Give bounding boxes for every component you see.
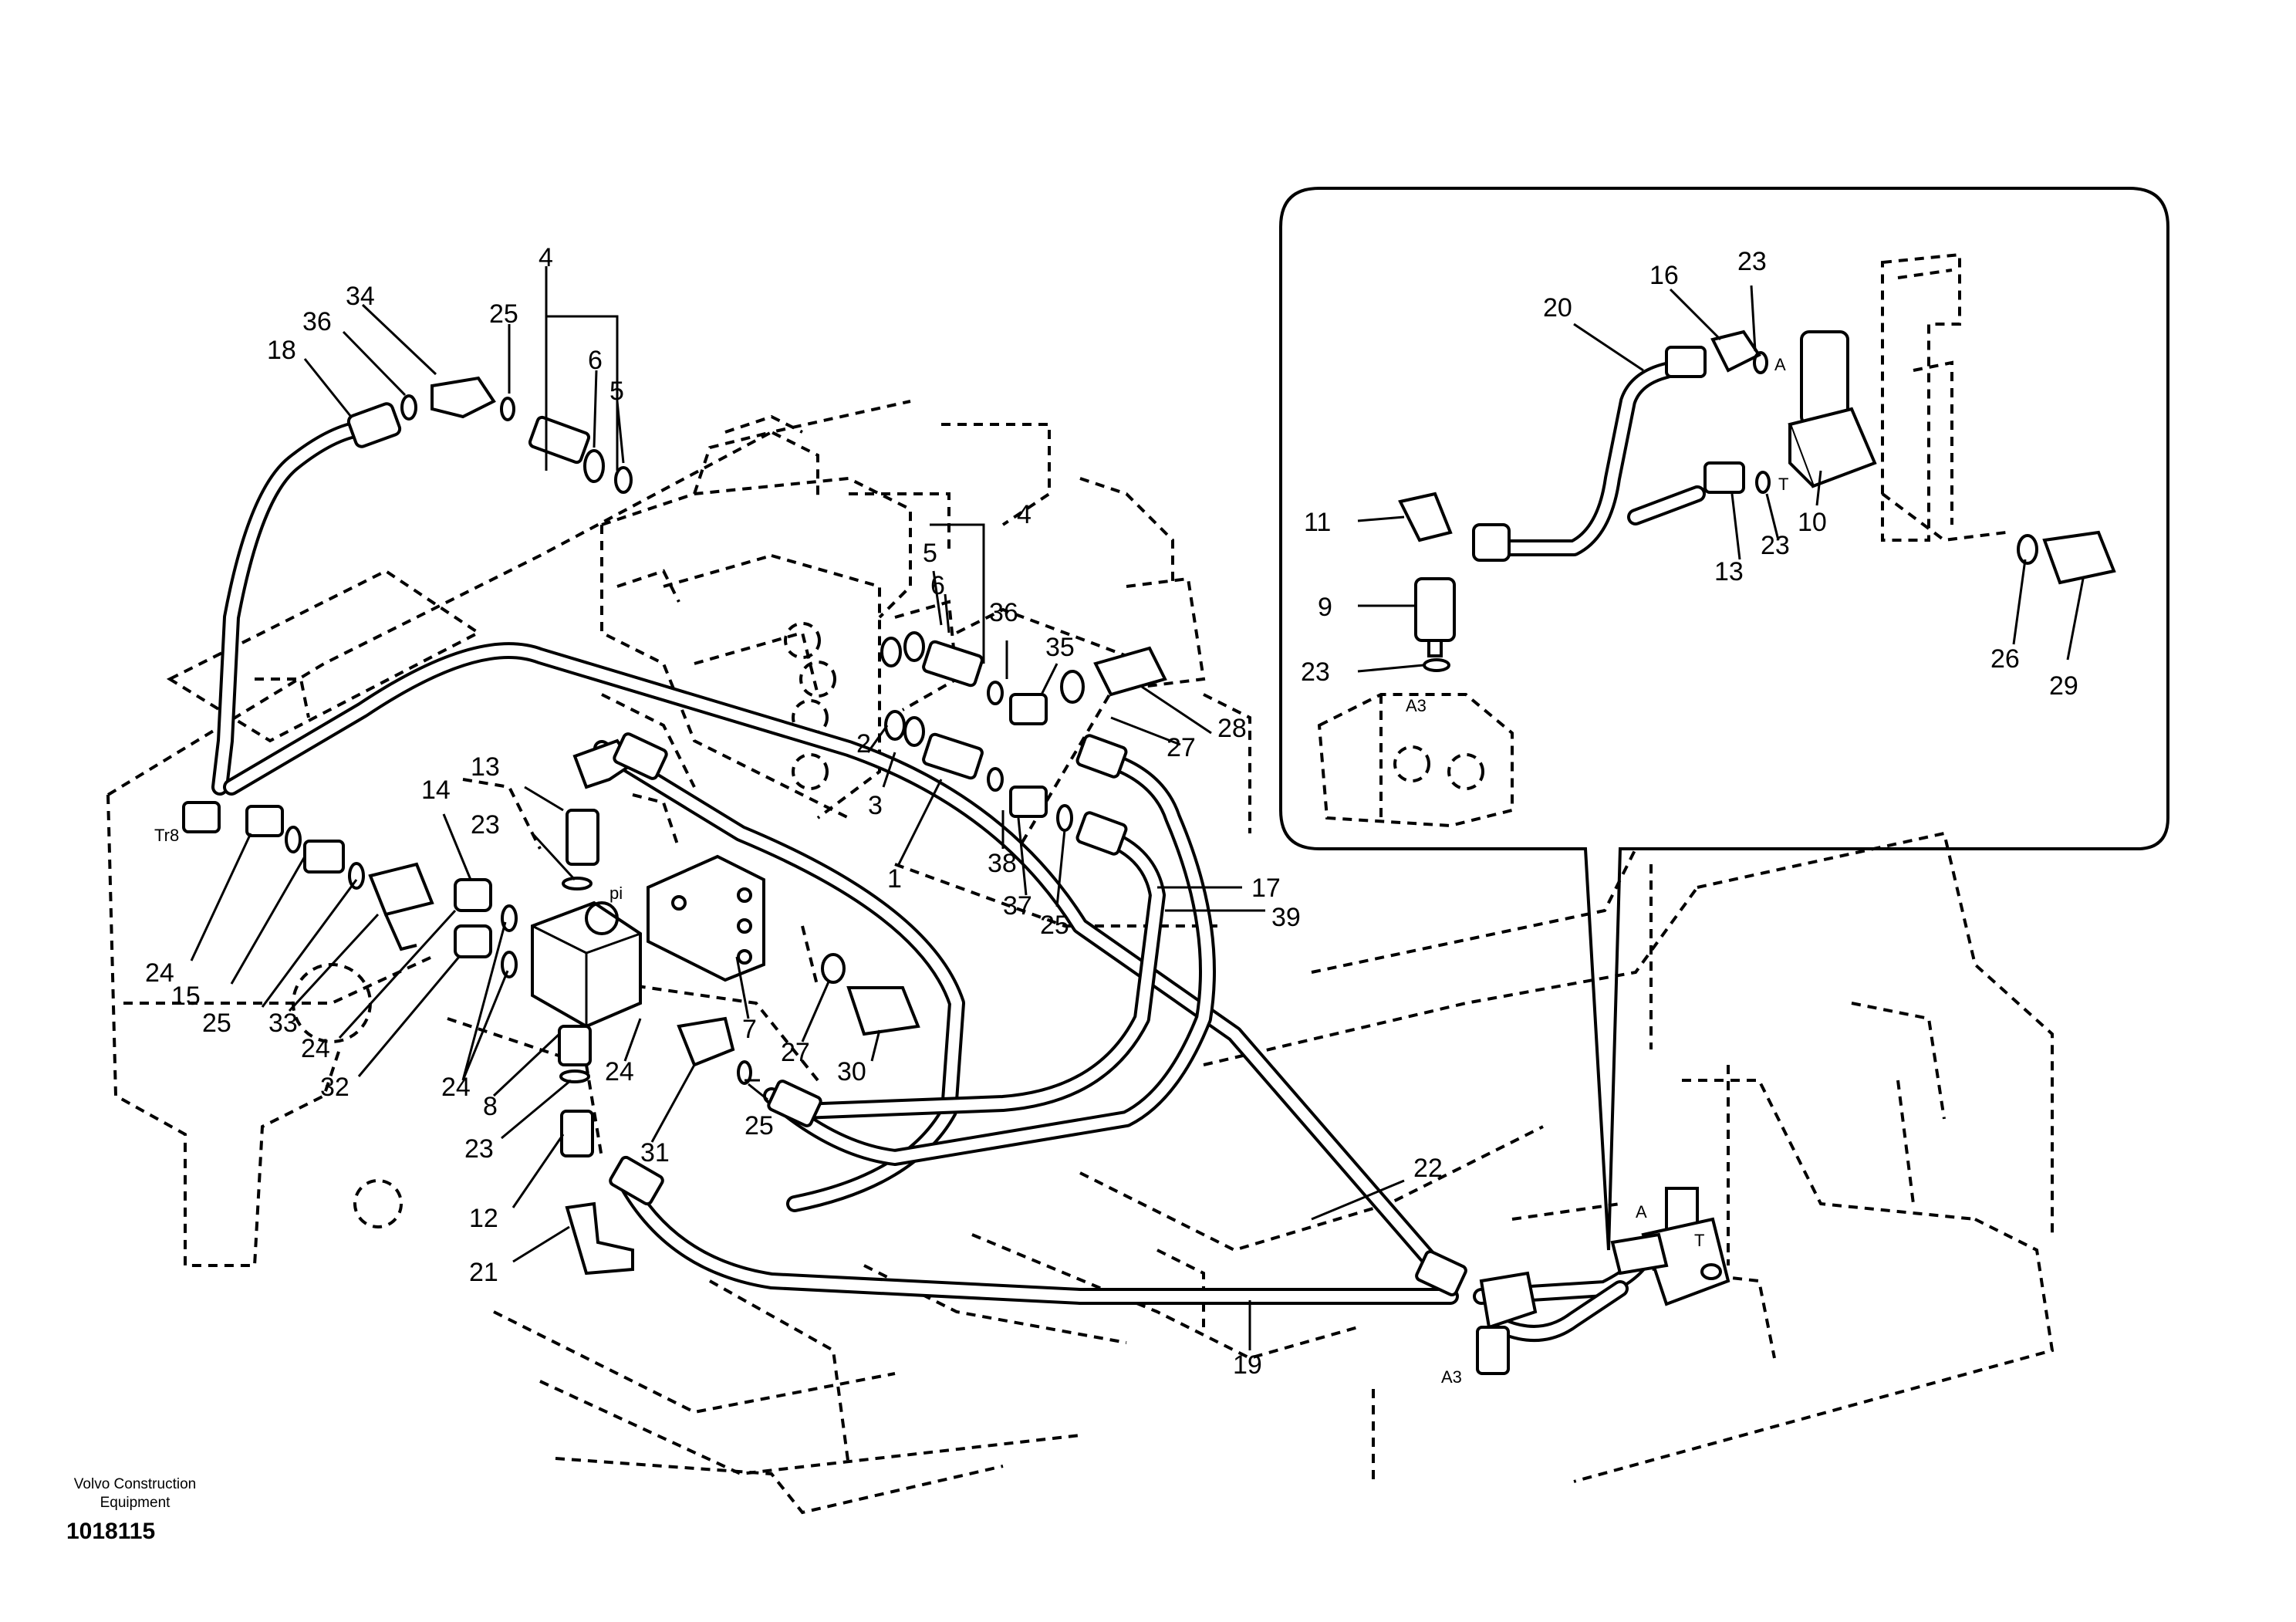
callout-24: 24 xyxy=(145,958,174,988)
callout-27: 27 xyxy=(1167,733,1196,762)
callout-23: 23 xyxy=(1301,657,1330,687)
callout-27: 27 xyxy=(781,1038,810,1067)
callout-23: 23 xyxy=(1761,531,1790,560)
leader-lines xyxy=(190,266,2085,1350)
callout-12: 12 xyxy=(469,1204,498,1233)
callout-13: 13 xyxy=(1714,557,1744,586)
callout-14: 14 xyxy=(421,776,451,805)
callout-13: 13 xyxy=(471,752,500,782)
detail-inset xyxy=(1279,187,2169,1251)
callout-24: 24 xyxy=(605,1057,634,1086)
machine-frame-outline xyxy=(106,400,2055,1515)
callout-39: 39 xyxy=(1271,903,1301,932)
callout-19: 19 xyxy=(1233,1350,1262,1380)
callout-5: 5 xyxy=(609,377,624,406)
callout-24: 24 xyxy=(441,1073,471,1102)
port-label-tr8: Tr8 xyxy=(154,826,179,845)
port-labels: Tr8 pi A T A3 A T A3 xyxy=(154,355,1788,1387)
port-label-a-main: A xyxy=(1636,1202,1647,1222)
port-label-a3-main: A3 xyxy=(1441,1367,1462,1387)
callout-30: 30 xyxy=(837,1057,866,1086)
callout-29: 29 xyxy=(2049,671,2078,701)
callout-23: 23 xyxy=(464,1134,494,1164)
callout-24: 24 xyxy=(301,1034,330,1063)
callout-38: 38 xyxy=(988,849,1017,878)
port-label-a-inset: A xyxy=(1774,355,1786,374)
callout-25: 25 xyxy=(1040,911,1069,940)
callout-36: 36 xyxy=(989,598,1018,627)
drawing-number: 1018115 xyxy=(66,1519,156,1544)
callout-32: 32 xyxy=(320,1073,349,1102)
callout-5: 5 xyxy=(923,539,937,568)
callout-11: 11 xyxy=(1304,508,1331,537)
callout-25: 25 xyxy=(489,299,518,329)
callout-6: 6 xyxy=(588,346,603,375)
callout-1: 1 xyxy=(887,864,902,894)
callout-31: 31 xyxy=(640,1138,670,1168)
callout-17: 17 xyxy=(1251,874,1281,903)
callout-25: 25 xyxy=(202,1009,231,1038)
callout-36: 36 xyxy=(302,307,332,336)
manufacturer-label: Volvo Construction Equipment xyxy=(73,1476,197,1511)
callout-35: 35 xyxy=(1045,633,1075,662)
callout-15: 15 xyxy=(171,982,201,1011)
callout-20: 20 xyxy=(1543,293,1572,323)
callout-26: 26 xyxy=(1990,644,2020,674)
callout-4: 4 xyxy=(1017,500,1032,529)
callout-33: 33 xyxy=(268,1009,298,1038)
port-label-t-main: T xyxy=(1694,1231,1704,1250)
callouts: 4 34 36 18 25 6 5 4 5 6 36 35 28 27 13 2… xyxy=(145,243,2078,1380)
callout-16: 16 xyxy=(1649,261,1679,290)
callout-25: 25 xyxy=(745,1111,774,1140)
callout-4: 4 xyxy=(539,243,553,272)
callout-9: 9 xyxy=(1318,593,1332,622)
port-label-pi: pi xyxy=(609,884,623,903)
fittings-main xyxy=(182,376,1730,1375)
hoses-main xyxy=(211,420,1652,1342)
callout-10: 10 xyxy=(1798,508,1827,537)
callout-37: 37 xyxy=(1003,891,1032,921)
control-valve-block xyxy=(600,414,959,819)
callout-23: 23 xyxy=(471,810,500,840)
callout-21: 21 xyxy=(469,1258,498,1287)
callout-6: 6 xyxy=(930,571,945,600)
callout-2: 2 xyxy=(856,729,871,759)
callout-7: 7 xyxy=(742,1015,757,1044)
callout-18: 18 xyxy=(267,336,296,365)
callout-34: 34 xyxy=(346,282,375,311)
callout-22: 22 xyxy=(1413,1154,1443,1183)
port-label-a3-inset: A3 xyxy=(1406,696,1427,715)
port-label-t-inset: T xyxy=(1778,475,1788,494)
callout-3: 3 xyxy=(868,791,883,820)
callout-28: 28 xyxy=(1217,714,1247,743)
callout-8: 8 xyxy=(483,1092,498,1121)
callout-23: 23 xyxy=(1737,247,1767,276)
